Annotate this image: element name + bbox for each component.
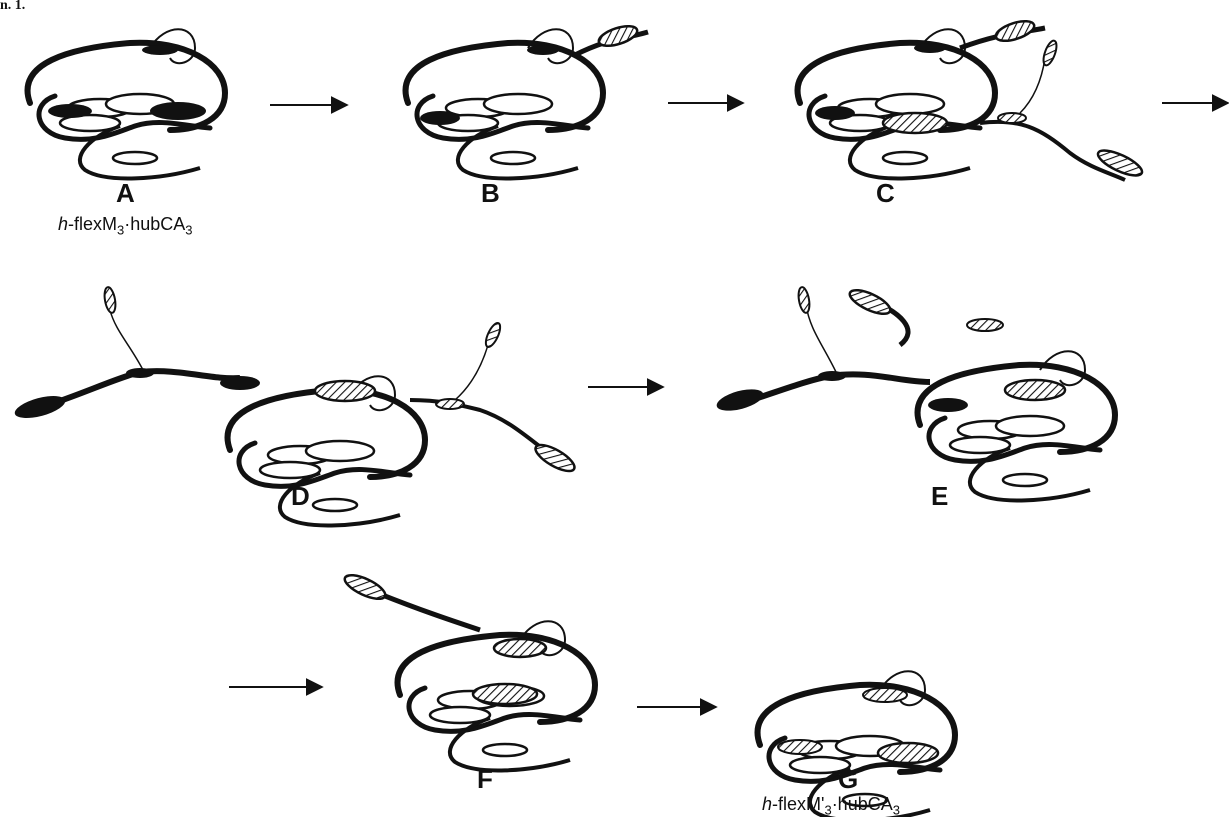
stage-label-e: E <box>931 483 948 509</box>
stage-label-d: D <box>291 483 310 509</box>
stage-label-f: F <box>477 766 493 792</box>
stage-caption-g: h-flexM'3·hubCA3 <box>762 793 900 822</box>
corner-fragment: n. 1. <box>0 0 25 12</box>
complex-a <box>28 29 225 178</box>
stage-label-a: A <box>116 180 135 206</box>
complex-f <box>342 570 595 770</box>
complex-e <box>714 285 1115 500</box>
complex-c <box>798 17 1146 180</box>
complex-b <box>406 22 648 178</box>
stage-label-c: C <box>876 180 895 206</box>
stage-label-g: G <box>838 766 858 792</box>
stage-caption-a: h-flexM3·hubCA3 <box>58 213 193 242</box>
stage-label-b: B <box>481 180 500 206</box>
